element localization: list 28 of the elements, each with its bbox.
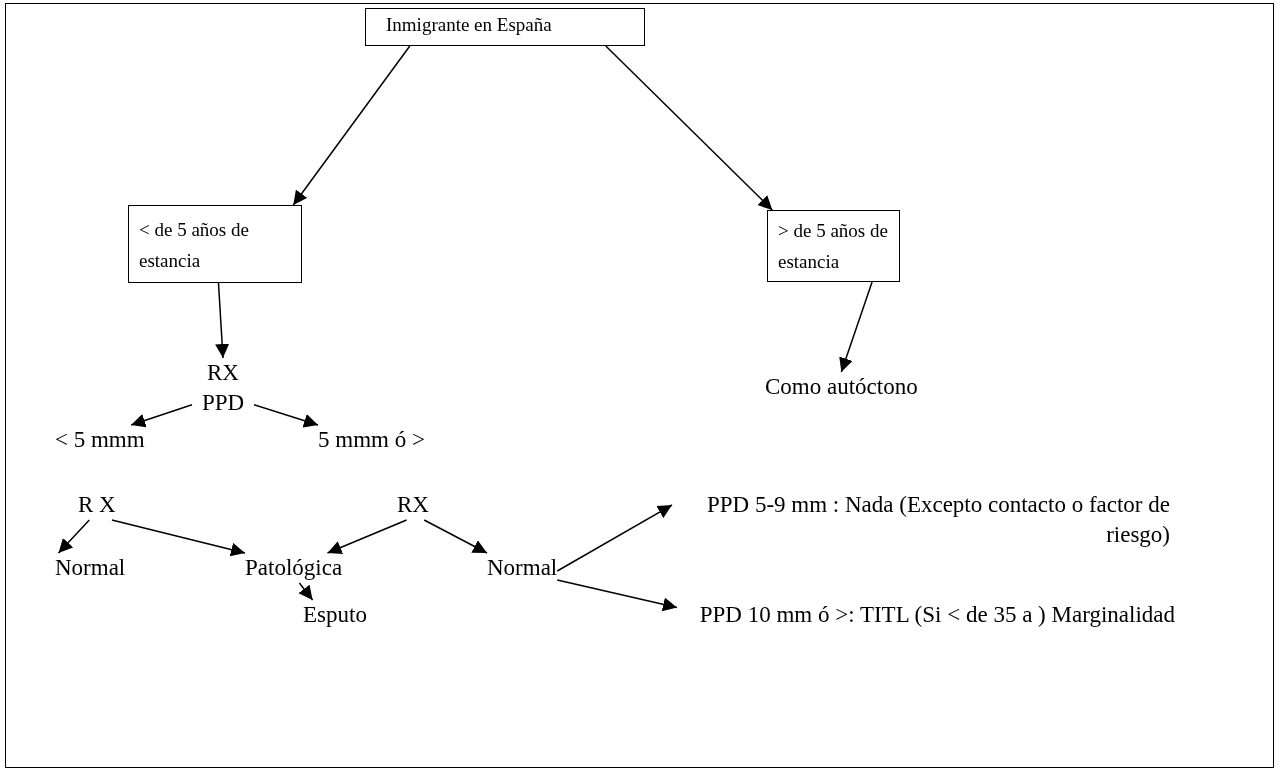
process-box: < de 5 años de estancia [128,205,302,283]
arrow [326,519,408,555]
arrow [292,45,411,206]
node-label: Patológica [245,553,343,583]
node-label: Esputo [303,600,367,630]
arrow [253,404,319,428]
node-label: Normal [487,553,558,583]
arrow [839,281,873,373]
node-label: R X [78,490,116,520]
node-label: Normal [55,553,126,583]
node-label: RX [397,490,429,520]
node-label: 5 mmm ó > [318,425,425,455]
process-box: > de 5 años de estancia [767,210,900,282]
arrow [215,282,230,359]
arrow [130,404,193,428]
node-label: PPD 10 mm ó >: TITL (Si < de 35 a ) Marginalidad [677,600,1175,630]
node-label: Como autóctono [765,372,918,402]
process-box: Inmigrante en España [365,8,645,46]
arrow [605,45,774,211]
arrow [556,579,678,612]
arrow [111,519,246,557]
arrow [423,519,488,554]
node-label: < 5 mmm [55,425,145,455]
arrow [556,504,673,572]
arrow [298,582,314,601]
node-label: PPD 5-9 mm : Nada (Excepto contacto o factor de riesgo) [672,490,1170,550]
node-label: RX PPD [192,358,254,418]
arrow [57,519,91,554]
